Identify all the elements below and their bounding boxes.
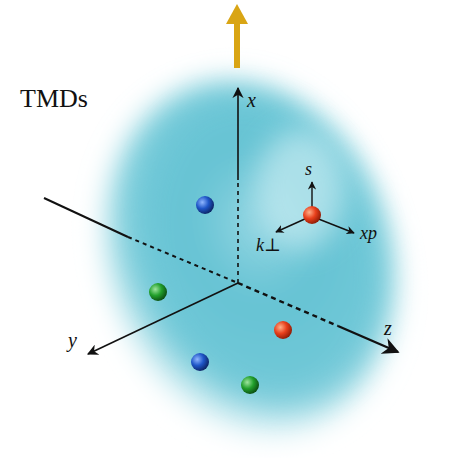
axis-label: x	[247, 90, 256, 110]
diagram-title-label: TMDs	[20, 86, 88, 112]
proton-cloud	[61, 44, 439, 458]
vector-label: xp	[360, 224, 377, 242]
axis-label: y	[68, 330, 77, 350]
quark-vectors	[276, 182, 354, 233]
vector-label: k⊥	[256, 236, 281, 254]
axes	[44, 88, 398, 354]
partons	[149, 196, 321, 394]
vector-label: s	[305, 160, 312, 178]
axis-label: z	[384, 318, 392, 338]
spin-arrow	[226, 4, 248, 68]
